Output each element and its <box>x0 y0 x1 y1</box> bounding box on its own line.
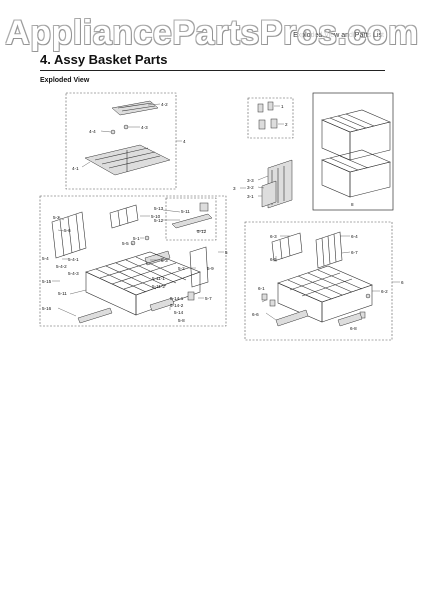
callout-5-13: 5-13 <box>154 206 164 211</box>
callout-4: 4 <box>183 139 186 144</box>
callout-5-7: 5-7 <box>205 296 212 301</box>
callout-1: 1 <box>281 104 284 109</box>
page-header-label: Exploded View and Parts List <box>293 32 384 39</box>
callout-5-2-upper: 5-2 <box>53 215 60 220</box>
callout-5-4-1: 5-4-1 <box>68 257 79 262</box>
callout-5-14-2: 5-14-2 <box>170 303 184 308</box>
title-divider <box>40 70 385 71</box>
group-6-box <box>244 221 393 341</box>
group-5-sub-box <box>165 197 217 241</box>
group-1-2-small-parts: 1 2 <box>247 97 294 139</box>
callout-4-4: 4-4 <box>89 129 96 134</box>
callout-4-3: 4-3 <box>141 125 148 130</box>
callout-5-2-lower: 5-2 <box>178 266 185 271</box>
watermark-text: AppliancePartsPros.com <box>5 14 419 52</box>
callout-5-14-1: 5-14-1 <box>170 296 184 301</box>
callout-8: 8 <box>351 202 354 207</box>
callout-5-4: 5-4 <box>42 256 49 261</box>
callout-3: 3 <box>233 186 236 191</box>
callout-3-3: 3-3 <box>247 178 254 183</box>
callout-5-4-3: 5-4-3 <box>68 271 79 276</box>
callout-6-4: 6-4 <box>351 234 358 239</box>
callout-5-11-1: 5-11-1 <box>152 276 165 281</box>
callout-5-12: 5-12 <box>154 218 164 223</box>
callout-6-6: 6-6 <box>252 312 259 317</box>
callout-5-3: 5-3 <box>161 258 168 263</box>
callout-6-5: 6-5 <box>270 257 277 262</box>
part-5-13-shape <box>199 202 209 212</box>
part-6-6-shape <box>275 309 309 327</box>
callout-5-5: 5-5 <box>122 241 129 246</box>
callout-5-9: 5-9 <box>207 266 214 271</box>
part-6-3-shape <box>271 232 303 262</box>
group-5-box <box>39 195 227 327</box>
callout-5-14: 5-14 <box>174 310 184 315</box>
part-1-shape <box>257 103 264 113</box>
callout-5-11-2: 5-11-2 <box>152 284 165 289</box>
part-4-1-shape <box>84 144 171 176</box>
part-5-12-shape <box>171 213 213 229</box>
callout-5-16: 5-16 <box>42 306 52 311</box>
callout-5-11: 5-11 <box>58 291 67 296</box>
callout-6-1: 6-1 <box>258 286 265 291</box>
group-5-upper-rack: 5-2 5-6 5-10 5-13 5-11 5-12 5-12 5-5 5-1… <box>39 195 228 327</box>
group-3-rack-parts: 3-3 3-2 3-1 3 <box>233 159 293 209</box>
callout-2: 2 <box>285 122 288 127</box>
part-5-16-shape <box>77 307 113 324</box>
callout-5-1: 5-1 <box>133 236 140 241</box>
part-4-2-shape <box>111 100 159 116</box>
callout-6-7: 6-7 <box>351 250 358 255</box>
group-4-cutlery-tray: 4-2 4-3 4-4 4-1 4 <box>65 92 186 190</box>
group-6-lower-rack: 6-3 6-4 6-5 6-7 6-2 6-1 6-6 6-8 6 <box>244 221 404 341</box>
callout-5-12-sub: 5-12 <box>197 229 207 234</box>
part-4-3-shape <box>123 124 129 130</box>
callout-5-4-2: 5-4-2 <box>56 264 67 269</box>
callout-5: 5 <box>225 250 228 255</box>
callout-5-11-top: 5-11 <box>181 209 190 214</box>
callout-6-8: 6-8 <box>350 326 357 331</box>
part-5-6-shape <box>51 211 87 259</box>
page-title: 4. Assy Basket Parts <box>40 52 168 67</box>
group-8-assembly: 8 <box>312 92 394 211</box>
callout-5-15: 5-15 <box>42 279 52 284</box>
part-6-4-shape <box>315 231 343 269</box>
callout-6-2: 6-2 <box>381 289 388 294</box>
callout-5-8: 5-8 <box>178 318 185 323</box>
callout-6-3: 6-3 <box>270 234 277 239</box>
callout-5-6: 5-6 <box>64 228 71 233</box>
section-subtitle: Exploded View <box>40 77 90 84</box>
part-3-1-shape <box>261 180 277 208</box>
part-5-9-shape <box>189 246 209 288</box>
callout-3-1: 3-1 <box>247 194 254 199</box>
part-4-4-shape <box>110 129 116 135</box>
part-5-10-shape <box>109 204 139 229</box>
callout-4-2: 4-2 <box>161 102 168 107</box>
callout-6: 6 <box>401 280 404 285</box>
part-2-shape <box>258 119 266 130</box>
callout-3-2: 3-2 <box>247 185 254 190</box>
callout-4-1: 4-1 <box>72 166 79 171</box>
group-1-2-box <box>247 97 294 139</box>
callout-5-10: 5-10 <box>151 214 161 219</box>
group-8-box <box>312 92 394 211</box>
